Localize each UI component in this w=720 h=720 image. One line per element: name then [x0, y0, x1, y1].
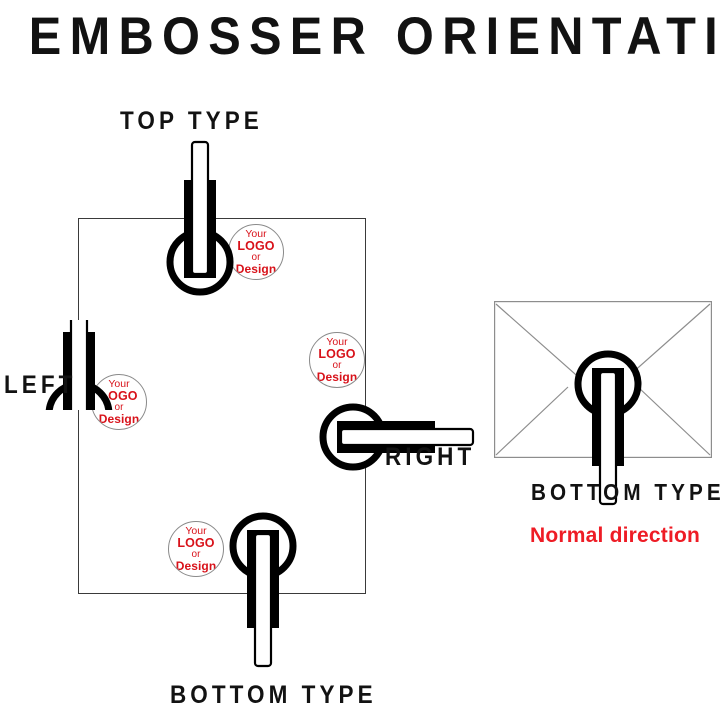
logo-line-1: Your [108, 378, 130, 391]
embosser-bottom [218, 510, 308, 685]
logo-line-3: or [251, 251, 261, 263]
embosser-left [0, 292, 164, 448]
embosser-top-icon [166, 140, 234, 296]
embosser-envelope-icon [574, 350, 642, 506]
page-title: EMBOSSER ORIENTATION [28, 7, 720, 66]
logo-badge-top: Your LOGO or Design [228, 224, 284, 280]
embosser-envelope [563, 348, 653, 523]
logo-line-3: or [114, 401, 124, 413]
embosser-bottom-icon [229, 512, 297, 668]
logo-line-1: Your [326, 336, 348, 349]
logo-line-2: LOGO [318, 346, 356, 361]
logo-line-1: Your [245, 228, 267, 241]
logo-badge-bottom: Your LOGO or Design [168, 521, 224, 577]
logo-line-4: Design [235, 261, 277, 276]
logo-line-3: or [191, 548, 201, 560]
logo-line-2: LOGO [237, 238, 275, 253]
label-normal-direction: Normal direction [530, 524, 701, 547]
logo-badge-right: Your LOGO or Design [309, 332, 365, 388]
label-left: LEFT [4, 371, 77, 399]
label-envelope-bottom-type: BOTTOM TYPE [531, 479, 720, 505]
logo-line-4: Design [98, 411, 140, 426]
label-bottom-type: BOTTOM TYPE [170, 681, 377, 709]
logo-line-2: LOGO [100, 388, 138, 403]
label-top-type: TOP TYPE [120, 107, 263, 135]
logo-line-2: LOGO [177, 535, 215, 550]
embosser-top [155, 128, 245, 303]
embosser-right-icon [319, 403, 475, 471]
logo-line-4: Design [175, 558, 217, 573]
logo-line-1: Your [185, 525, 207, 538]
logo-line-3: or [332, 359, 342, 371]
logo-line-4: Design [316, 369, 358, 384]
embosser-right [317, 392, 487, 487]
label-right: RIGHT [385, 443, 476, 471]
